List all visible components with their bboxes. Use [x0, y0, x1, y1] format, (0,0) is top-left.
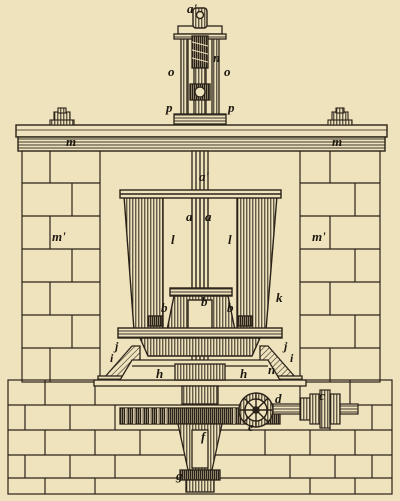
central-hub: [166, 287, 236, 331]
label-m-prime-right: m': [312, 229, 326, 244]
label-b-center: b: [201, 294, 208, 309]
label-f: f: [201, 429, 207, 444]
label-a-prime-top: a': [187, 1, 198, 16]
label-n-top: n: [213, 50, 220, 65]
beam-bolt-left: [49, 107, 75, 126]
shaft-collar: [174, 363, 226, 405]
label-n-bottom: n: [268, 362, 275, 377]
label-p-left: p: [165, 100, 173, 115]
label-b-right: b: [227, 300, 234, 315]
label-o-left: o: [168, 64, 175, 79]
label-c: c: [319, 388, 325, 403]
label-b-left: b: [161, 300, 168, 315]
beam-bolt-right: [327, 107, 353, 126]
label-h-right: h: [240, 366, 247, 381]
label-g: g: [175, 468, 183, 483]
drum-flange: [117, 315, 283, 357]
label-p-right: p: [227, 100, 235, 115]
label-h-left: h: [156, 366, 163, 381]
top-eye-ring: [192, 7, 208, 29]
label-m-right: m: [332, 134, 342, 149]
label-o-right: o: [224, 64, 231, 79]
label-i-right: i: [290, 351, 294, 365]
label-l-left: l: [171, 232, 175, 247]
label-m-prime-left: m': [52, 229, 66, 244]
label-a-left: a: [186, 209, 193, 224]
labels: a' o n o p p m m m' m' a' a a l l b b b …: [52, 1, 342, 483]
label-j-right: j: [282, 339, 288, 353]
top-beam: [15, 124, 388, 152]
right-brick-pier: [299, 149, 381, 383]
label-d: d: [275, 391, 282, 406]
label-j-left: j: [113, 339, 119, 353]
label-a-right: a: [205, 209, 212, 224]
screw-frame: [173, 25, 227, 125]
cone-pulley: [299, 389, 341, 429]
worm-wheel: [238, 392, 274, 428]
label-a-prime-shaft: a': [199, 169, 210, 184]
label-i-left: i: [110, 351, 114, 365]
left-brick-pier: [21, 149, 101, 383]
label-l-right: l: [228, 232, 232, 247]
label-k: k: [276, 290, 283, 305]
label-m-left: m: [66, 134, 76, 149]
foot-shaft: [177, 423, 223, 493]
label-e: e: [248, 419, 254, 434]
